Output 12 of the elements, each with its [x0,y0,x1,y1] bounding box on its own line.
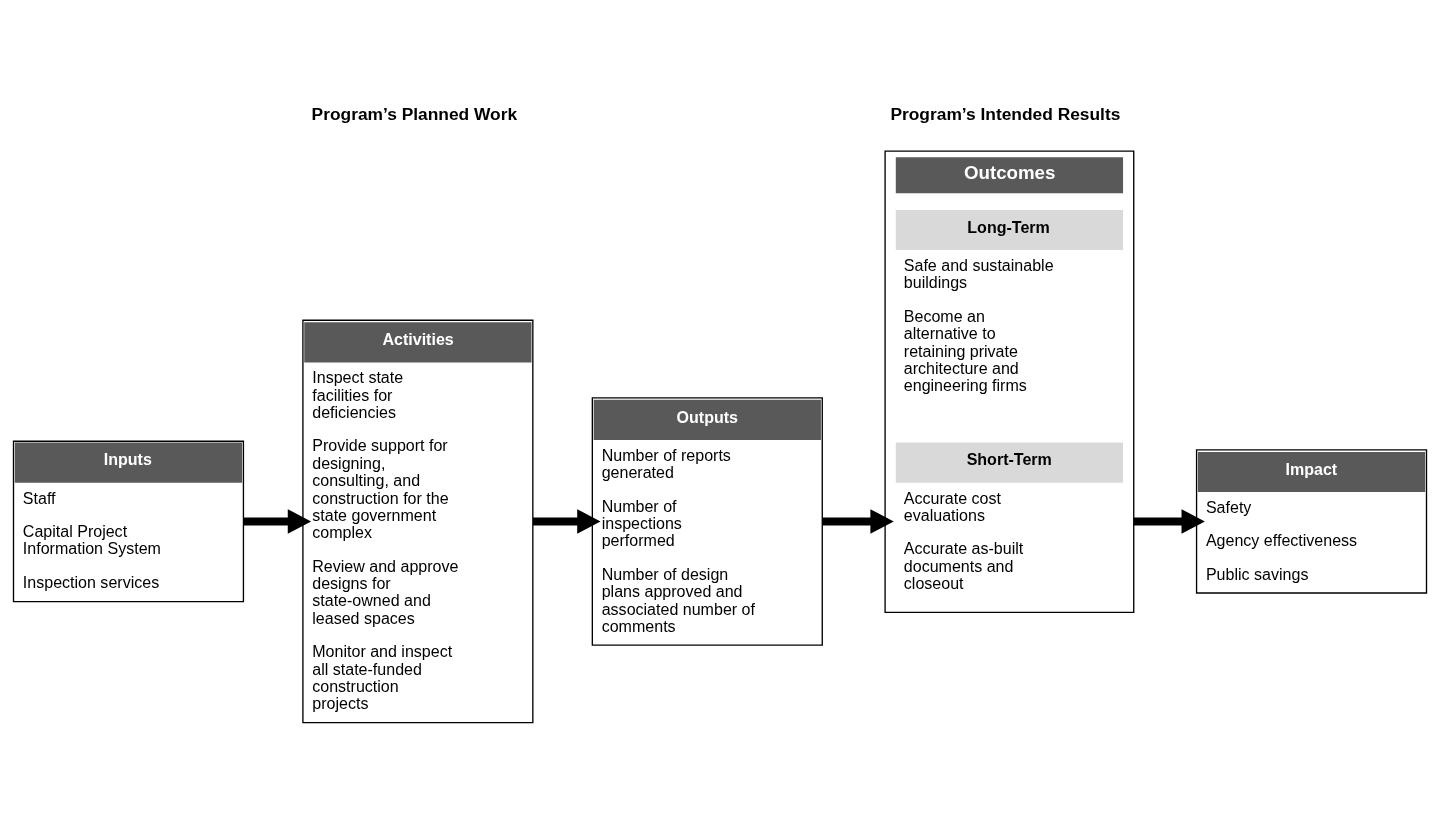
node-label: Safe and sustainable buildings [903,255,1054,292]
arrow [243,509,312,534]
label: Program’s Intended Results [890,103,1121,124]
node-label: Accurate cost evaluations [903,488,1001,524]
node-label: Become an alternative to retaining private architecture and engineering firms [903,306,1027,395]
node-box: Long-Term [895,210,1124,251]
node-box: Short-Term [895,442,1124,483]
arrow [532,509,601,534]
node-label: Accurate as-built documents and closeout [903,539,1024,593]
label: Program’s Planned Work [311,103,518,124]
arrow [1133,509,1205,534]
arrow [822,509,894,534]
